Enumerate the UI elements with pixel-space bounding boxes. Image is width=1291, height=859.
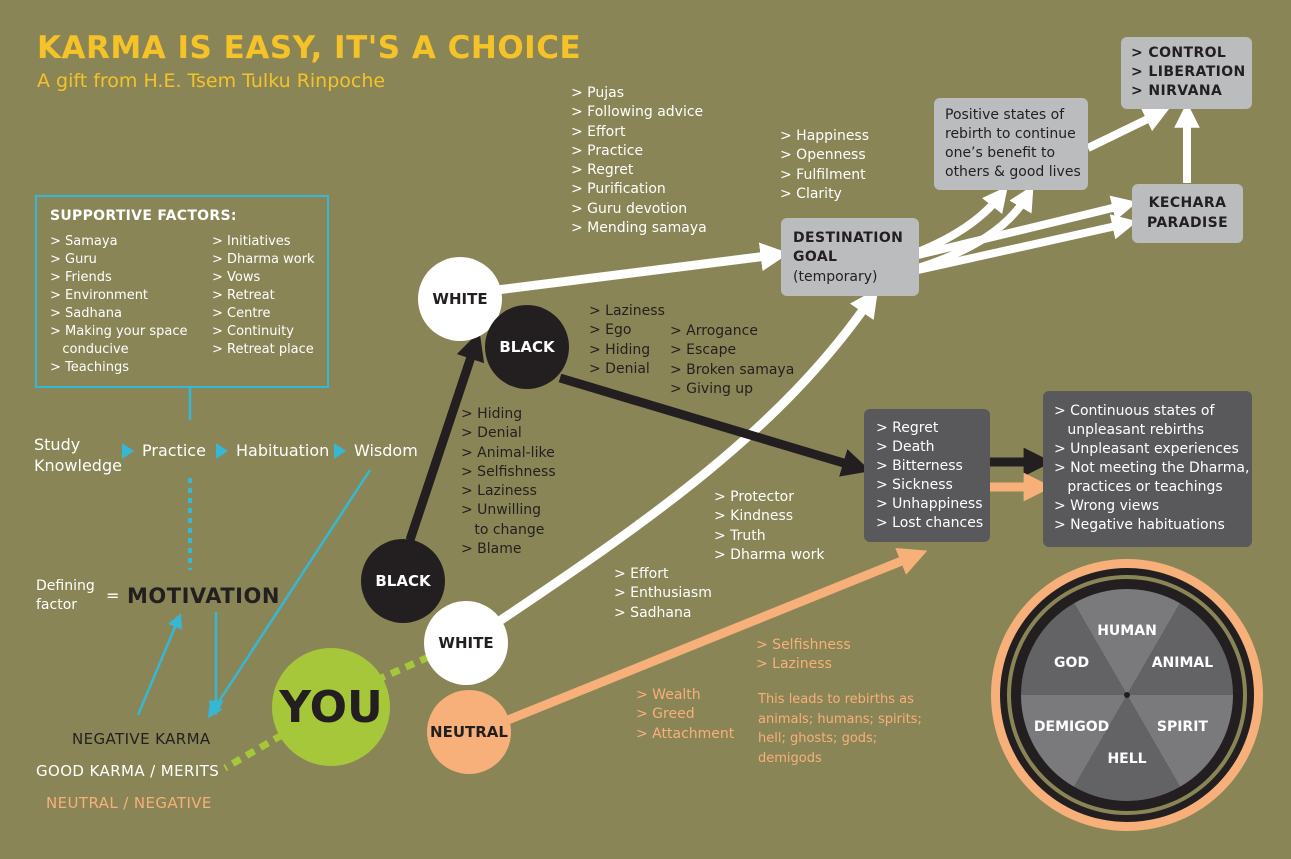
supportive-factors-col1: > Samaya > Guru > Friends > Environment … xyxy=(50,234,188,375)
list-laziness: > Laziness > Ego > Hiding > Denial xyxy=(589,303,665,377)
page-title: KARMA IS EASY, IT'S A CHOICE xyxy=(37,30,582,66)
list-wealth: > Wealth > Greed > Attachment xyxy=(636,687,735,742)
arrow-white-to-goal-upper xyxy=(496,242,790,295)
wheel-label-animal: ANIMAL xyxy=(1151,655,1214,671)
motivation-defining: Defining xyxy=(36,578,95,594)
kechara-line1: KECHARA xyxy=(1148,195,1227,211)
page-subtitle: A gift from H.E. Tsem Tulku Rinpoche xyxy=(37,70,386,92)
wheel-segment-spirit xyxy=(1127,695,1233,787)
arrow-cyan-wisdom xyxy=(207,469,372,719)
kechara-line2: PARADISE xyxy=(1146,215,1229,231)
kechara-paradise-box: KECHARA PARADISE xyxy=(1132,184,1243,243)
positive-states-box: Positive states of rebirth to continue o… xyxy=(934,98,1088,190)
arrow-goal-to-kechara-1 xyxy=(917,195,1138,259)
list-protector: > Protector > Kindness > Truth > Dharma … xyxy=(714,489,825,563)
supportive-factors-title: SUPPORTIVE FACTORS: xyxy=(50,208,237,224)
wheel-label-demigod: DEMIGOD xyxy=(1033,719,1110,735)
wheel-segments xyxy=(1021,589,1233,801)
arrow-cyan-up xyxy=(136,613,183,716)
triangle-1 xyxy=(122,443,134,459)
wheel-segment-animal xyxy=(1127,603,1233,695)
wheel-segment-human xyxy=(1074,589,1180,695)
legend-negative-karma: NEGATIVE KARMA xyxy=(72,730,211,748)
arrow-goal-to-positive-1 xyxy=(916,185,1008,256)
destination-line1: DESTINATION xyxy=(793,230,904,246)
node-white-lower: WHITE xyxy=(424,601,508,685)
destination-goal-box: DESTINATION GOAL (temporary) xyxy=(781,218,919,296)
node-you: YOU xyxy=(272,648,390,766)
destination-line2: GOAL xyxy=(793,249,838,265)
flow-habituation: Habituation xyxy=(236,441,330,460)
supportive-factors-box xyxy=(35,195,329,388)
wheel-label-human: HUMAN xyxy=(1097,623,1157,639)
arrow-white-to-goal xyxy=(492,288,879,628)
triangle-2 xyxy=(216,443,228,459)
triangle-3 xyxy=(334,443,346,459)
flow-practice: Practice xyxy=(142,441,206,460)
flow-knowledge: Knowledge xyxy=(34,456,122,475)
motivation-factor: factor xyxy=(36,597,78,613)
arrow-black-to-regret xyxy=(558,373,871,477)
list-selfishness: > Selfishness > Laziness xyxy=(756,637,851,673)
list-arrogance: > Arrogance > Escape > Broken samaya > G… xyxy=(670,323,795,397)
legend-good-karma: GOOD KARMA / MERITS xyxy=(36,762,220,780)
wheel-label-hell: HELL xyxy=(1107,751,1147,767)
destination-line3: (temporary) xyxy=(793,269,878,285)
list-purification: > Pujas > Following advice > Effort > Pr… xyxy=(571,85,707,237)
list-effort: > Effort > Enthusiasm > Sadhana xyxy=(614,566,712,621)
list-hiding: > Hiding > Denial > Animal-like > Selfis… xyxy=(461,406,556,558)
motivation-label: MOTIVATION xyxy=(127,584,280,608)
wheel-segment-demigod xyxy=(1021,695,1127,787)
arrow-neutral-to-regret xyxy=(506,548,928,725)
node-black-lower: BLACK xyxy=(361,539,445,623)
arrow-goal-to-kechara-2 xyxy=(917,214,1138,274)
wheel-segment-hell xyxy=(1074,695,1180,801)
rebirth-wheel xyxy=(991,559,1263,831)
arrow-black-to-black xyxy=(405,331,485,542)
node-white-upper: WHITE xyxy=(418,257,502,341)
wheel-segment-god xyxy=(1021,603,1127,695)
regret-box: > Regret > Death > Bitterness > Sickness… xyxy=(864,409,990,542)
flow-study: Study xyxy=(34,435,81,454)
control-liberation-box: > CONTROL > LIBERATION > NIRVANA xyxy=(1121,37,1252,109)
wheel-label-god: GOD xyxy=(1054,655,1090,671)
arrow-positive-to-control xyxy=(1086,108,1170,152)
legend-neutral-negative: NEUTRAL / NEGATIVE xyxy=(46,794,212,812)
supportive-factors-col2: > Initiatives > Dharma work > Vows > Ret… xyxy=(212,234,315,357)
node-black-upper: BLACK xyxy=(485,305,569,389)
motivation-equals: = xyxy=(106,586,120,605)
wheel-label-spirit: SPIRIT xyxy=(1156,719,1208,735)
flow-wisdom: Wisdom xyxy=(354,441,418,460)
rebirth-note: This leads to rebirths as animals; human… xyxy=(758,692,922,766)
wheel-hub xyxy=(1124,692,1130,698)
node-neutral: NEUTRAL xyxy=(427,690,511,774)
continuous-states-box: > Continuous states of unpleasant rebirt… xyxy=(1043,391,1252,547)
list-happiness: > Happiness > Openness > Fulfilment > Cl… xyxy=(780,128,870,202)
connector-you-legend xyxy=(223,731,284,772)
